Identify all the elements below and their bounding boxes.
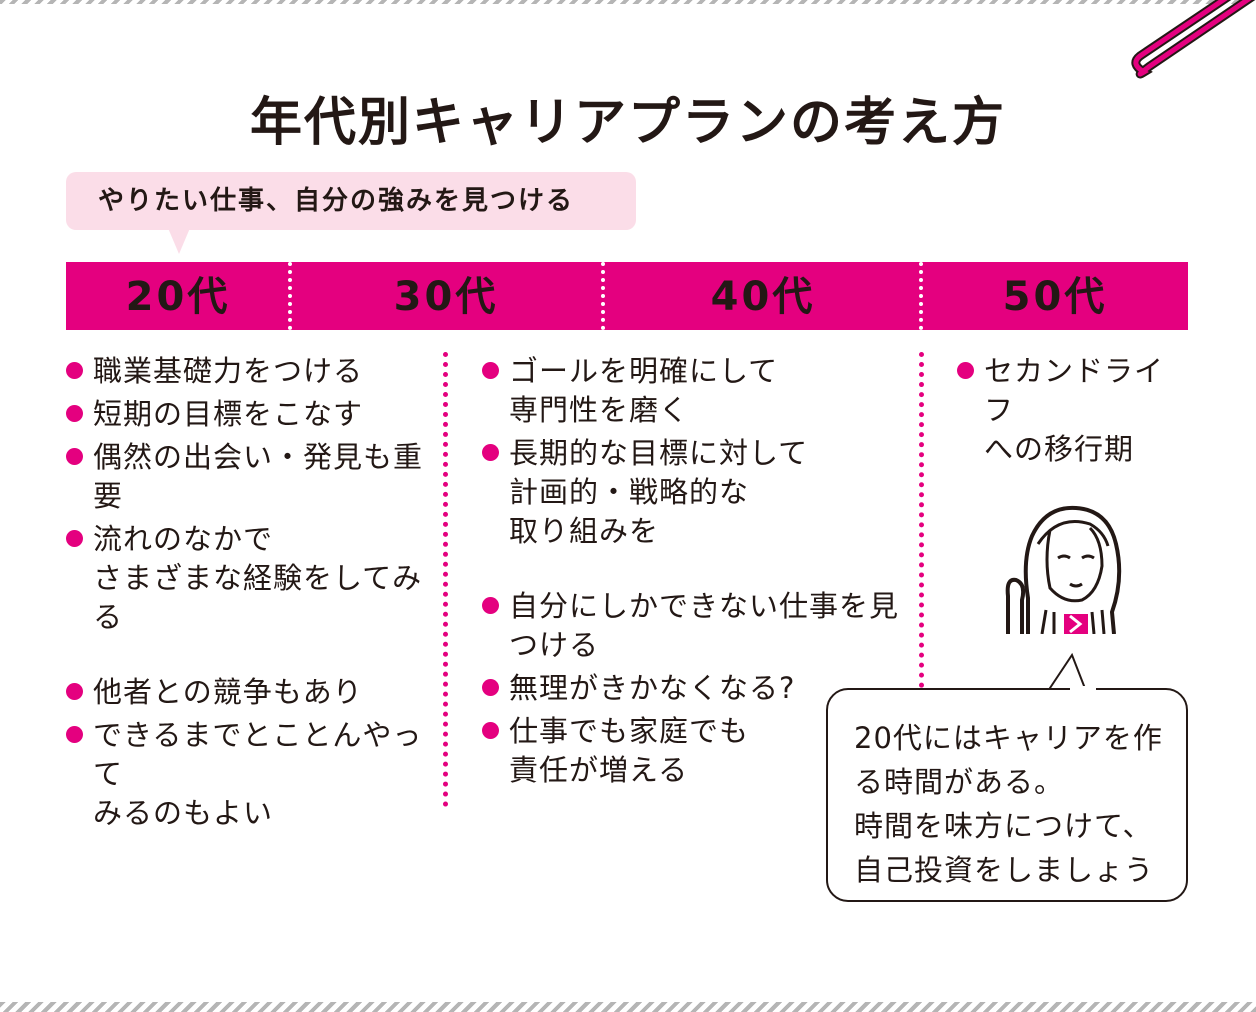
speech-bubble: 20代にはキャリアを作る時間がある。時間を味方につけて、自己投資をしましょう bbox=[826, 688, 1188, 902]
paperclip-icon bbox=[1131, 0, 1256, 79]
list-item-line: 責任が増える bbox=[509, 753, 689, 787]
bullet-dot-icon bbox=[482, 679, 499, 696]
bubble-line: 20代にはキャリアを作 bbox=[854, 721, 1163, 755]
bubble-line: 自己投資をしましょう bbox=[854, 853, 1155, 887]
bullet-dot-icon bbox=[482, 597, 499, 614]
list-item: 偶然の出会い・発見も重要 bbox=[66, 438, 438, 516]
list-item-line: 長期的な目標に対して bbox=[509, 436, 809, 470]
age-band bbox=[66, 262, 1188, 330]
callout-box: やりたい仕事、自分の強みを見つける bbox=[66, 172, 636, 230]
list-item: セカンドライフへの移行期 bbox=[957, 352, 1187, 469]
band-divider bbox=[288, 262, 292, 330]
list-item: ゴールを明確にして専門性を磨く bbox=[482, 352, 912, 430]
list-item-line: 無理がきかなくなる? bbox=[509, 671, 796, 705]
list-item: 他者との競争もあり bbox=[66, 673, 438, 712]
age-label-20s: 20代 bbox=[125, 274, 231, 320]
list-item: 流れのなかでさまざまな経験をしてみる bbox=[66, 520, 438, 637]
list-item: できるまでとことんやってみるのもよい bbox=[66, 716, 438, 833]
column-20s: 職業基礎力をつける短期の目標をこなす偶然の出会い・発見も重要流れのなかでさまざま… bbox=[66, 352, 438, 837]
list-item: 職業基礎力をつける bbox=[66, 352, 438, 391]
bullet-dot-icon bbox=[66, 405, 83, 422]
list-item-line: 流れのなかで bbox=[93, 522, 274, 556]
column-divider bbox=[919, 352, 924, 688]
list-item-line: 自分にしかできない仕事を見 bbox=[509, 589, 900, 623]
column-30s-40s: ゴールを明確にして専門性を磨く長期的な目標に対して計画的・戦略的な取り組みを自分… bbox=[482, 352, 912, 794]
list-item-line: 偶然の出会い・発見も重 bbox=[93, 440, 424, 474]
column-50s: セカンドライフへの移行期 bbox=[957, 352, 1187, 473]
list-item-line: 計画的・戦略的な bbox=[509, 475, 750, 509]
list-item: 短期の目標をこなす bbox=[66, 395, 438, 434]
list-item: 長期的な目標に対して計画的・戦略的な取り組みを bbox=[482, 434, 912, 551]
list-item: 仕事でも家庭でも責任が増える bbox=[482, 712, 912, 790]
list-item-line: セカンドライフ bbox=[984, 354, 1165, 427]
page-title: 年代別キャリアプランの考え方 bbox=[249, 93, 1006, 153]
list-item: 自分にしかできない仕事を見つける bbox=[482, 587, 912, 665]
list-item-line: つける bbox=[509, 628, 600, 662]
bullet-dot-icon bbox=[957, 362, 974, 379]
bubble-line: 時間を味方につけて、 bbox=[854, 809, 1153, 843]
list-item-line: ゴールを明確にして bbox=[509, 354, 779, 388]
list-item: 無理がきかなくなる? bbox=[482, 669, 912, 708]
list-item-line: 職業基礎力をつける bbox=[93, 354, 364, 388]
bullet-dot-icon bbox=[482, 362, 499, 379]
bullet-dot-icon bbox=[66, 530, 83, 547]
speech-bubble-pointer bbox=[1048, 653, 1087, 692]
bottom-dashed-border bbox=[0, 1002, 1256, 1012]
bullet-dot-icon bbox=[66, 683, 83, 700]
woman-illustration bbox=[1005, 505, 1122, 634]
bullet-dot-icon bbox=[482, 444, 499, 461]
list-item-line: 仕事でも家庭でも bbox=[509, 714, 750, 748]
bullet-dot-icon bbox=[66, 448, 83, 465]
list-item-line: みるのもよい bbox=[93, 796, 274, 830]
column-divider bbox=[443, 352, 448, 807]
band-divider bbox=[601, 262, 605, 330]
list-item-line: できるまでとことんやって bbox=[93, 718, 423, 791]
band-divider bbox=[919, 262, 923, 330]
bullet-dot-icon bbox=[482, 722, 499, 739]
callout-pointer bbox=[168, 228, 190, 254]
age-label-50s: 50代 bbox=[1002, 274, 1108, 320]
list-item-line: 短期の目標をこなす bbox=[93, 397, 364, 431]
bubble-line: る時間がある。 bbox=[854, 765, 1065, 799]
top-dashed-border bbox=[0, 0, 1256, 4]
list-item-line: さまざまな経験をしてみる bbox=[93, 561, 423, 634]
bullet-dot-icon bbox=[66, 362, 83, 379]
list-item-line: 取り組みを bbox=[509, 514, 660, 548]
list-item-line: 要 bbox=[93, 479, 124, 513]
age-label-30s: 30代 bbox=[393, 274, 499, 320]
list-item-line: 他者との競争もあり bbox=[93, 675, 363, 709]
age-label-40s: 40代 bbox=[710, 274, 816, 320]
bubble-joint bbox=[1070, 686, 1096, 692]
list-item-line: 専門性を磨く bbox=[509, 393, 690, 427]
bullet-dot-icon bbox=[66, 726, 83, 743]
list-item-line: への移行期 bbox=[984, 432, 1135, 466]
